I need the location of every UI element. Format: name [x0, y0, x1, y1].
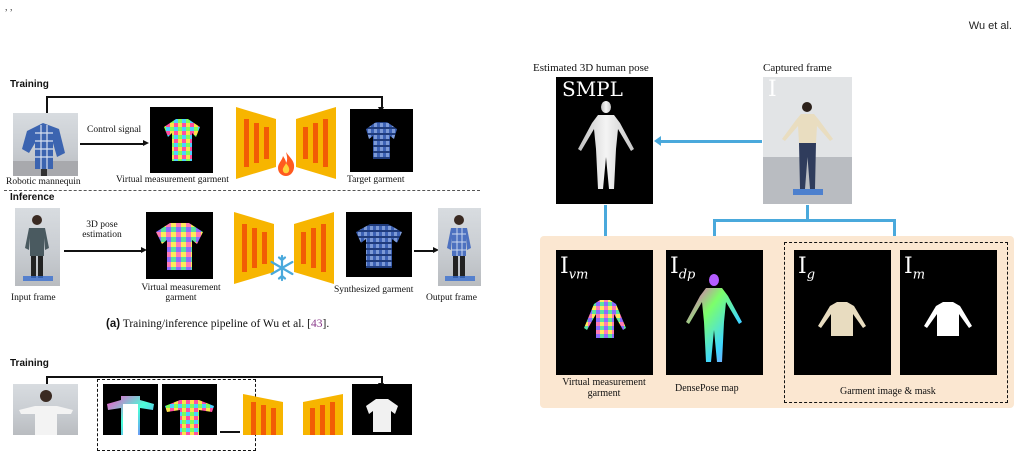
output-arrow: [414, 247, 439, 253]
ig-sub: g: [806, 267, 816, 283]
training-label: Training: [10, 79, 49, 90]
synthesized-garment-label: Synthesized garment: [334, 285, 414, 295]
caption-end: ].: [322, 318, 330, 330]
caption-tag: (a): [106, 318, 121, 330]
control-signal-arrow: [80, 140, 149, 146]
densepose-label: DensePose map: [675, 383, 739, 394]
im-image: [900, 250, 997, 375]
output-frame-image: [438, 208, 481, 286]
im-sub: m: [912, 267, 926, 283]
pose-estimation-line2: estimation: [82, 230, 122, 240]
figure-a-caption: (a) Training/inference pipeline of Wu et…: [106, 318, 329, 330]
captured-frame-image: [763, 77, 852, 204]
feedback-line-top-b: [46, 376, 382, 378]
vmg-training-image: [150, 107, 213, 173]
ivm-image: [556, 250, 653, 375]
snowflake-icon: [270, 254, 294, 282]
synthesized-garment-image: [346, 212, 412, 277]
arrow-b: [220, 431, 240, 433]
captured-down-line: [806, 205, 809, 220]
output-frame-label: Output frame: [426, 293, 477, 303]
target-image-b: [352, 384, 412, 435]
idp-symbol: Idp: [670, 254, 695, 282]
idp-main: I: [670, 254, 679, 279]
robotic-mannequin-image: [13, 113, 78, 176]
training-photo-b: [13, 384, 78, 435]
ivm-label-line1: Virtual measurement: [562, 377, 646, 388]
inference-label: Inference: [10, 192, 55, 203]
feedback-line-left-b: [46, 376, 48, 386]
vmg-inference-line1: Virtual measurement: [141, 283, 221, 293]
garment-mask-label: Garment image & mask: [840, 386, 936, 397]
captured-symbol: I: [768, 77, 777, 102]
vmg-image-b: [162, 384, 217, 435]
training-label-b: Training: [10, 358, 49, 369]
ig-main: I: [798, 254, 807, 279]
pose-estimation-label: 3D pose estimation: [72, 220, 132, 240]
vmg-inference-image: [146, 212, 213, 279]
densepose-image-b: [103, 384, 158, 435]
vmg-inference-label: Virtual measurement garment: [127, 283, 235, 303]
pose-arrow-left: [654, 136, 762, 145]
idp-image: [666, 250, 763, 375]
input-frame-image: [15, 208, 60, 286]
training-inference-separator: [4, 190, 480, 191]
header-marks: , ,: [5, 2, 13, 13]
smpl-image: [556, 77, 653, 204]
pose-estimation-arrow: [64, 247, 147, 253]
feedback-arrow-down: [378, 96, 384, 113]
smpl-title: Estimated 3D human pose: [533, 62, 649, 74]
caption-text: Training/inference pipeline of Wu et al.…: [122, 318, 312, 330]
pose-estimation-line1: 3D pose: [86, 220, 118, 230]
control-signal-label: Control signal: [87, 125, 142, 135]
ivm-symbol: Ivm: [560, 254, 588, 282]
captured-title: Captured frame: [763, 62, 832, 74]
input-frame-label: Input frame: [11, 293, 56, 303]
ivm-sub: vm: [568, 267, 589, 283]
feedback-arrow-down-b: [378, 376, 384, 389]
ig-image: [794, 250, 891, 375]
ivm-label: Virtual measurement garment: [545, 377, 663, 399]
feedback-line-left: [46, 96, 48, 114]
smpl-symbol: SMPL: [562, 77, 623, 101]
flame-icon: [278, 152, 295, 176]
im-symbol: Im: [904, 254, 925, 282]
vmg-inference-line2: garment: [165, 293, 197, 303]
network-inference-icon: [234, 212, 334, 284]
running-header: Wu et al.: [968, 20, 1012, 32]
captured-split-line: [713, 219, 895, 222]
target-garment-label: Target garment: [347, 175, 405, 185]
idp-sub: dp: [678, 267, 696, 283]
ig-symbol: Ig: [798, 254, 815, 282]
robotic-mannequin-label: Robotic mannequin: [6, 177, 81, 187]
im-main: I: [904, 254, 913, 279]
target-garment-image: [350, 109, 413, 172]
feedback-line-top: [46, 96, 382, 98]
garment-dashed-box: [784, 242, 1008, 403]
caption-ref[interactable]: 43: [311, 318, 323, 330]
ivm-main: I: [560, 254, 569, 279]
network-training-icon: [236, 107, 336, 179]
network-icon-b: [243, 394, 343, 435]
vmg-training-label: Virtual measurement garment: [116, 175, 229, 185]
ivm-label-line2: garment: [587, 388, 621, 399]
